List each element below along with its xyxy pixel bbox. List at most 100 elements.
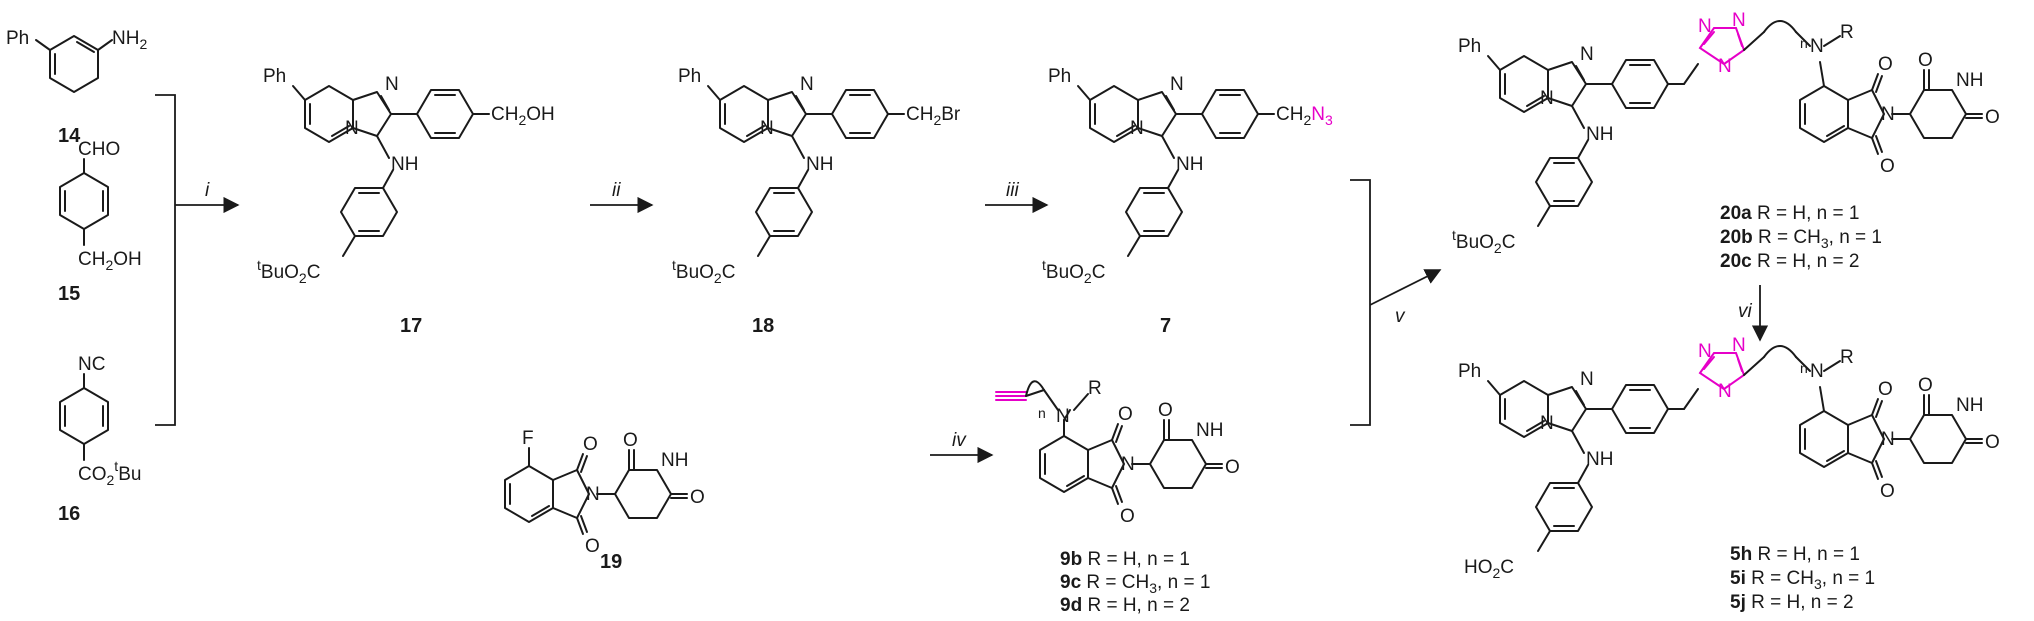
- ho2c-label: HO2C: [1464, 557, 1514, 581]
- n-label: N: [1130, 118, 1144, 139]
- nh2-label: NH2: [112, 28, 147, 52]
- f-label: F: [522, 428, 534, 449]
- o-label: O: [1918, 50, 1933, 71]
- compound-5-structure: Ph N N NH HO2C: [1458, 361, 1699, 581]
- compound-18-label: 18: [752, 315, 774, 337]
- o-label: O: [1120, 506, 1135, 527]
- o-label: O: [1918, 375, 1933, 396]
- nh-label: NH: [1586, 449, 1613, 470]
- o-label: O: [623, 430, 638, 451]
- n-label: N: [760, 118, 774, 139]
- triazole-20-structure: N N N: [1698, 10, 1746, 77]
- compound-20b-label: 20b R = CH3, n = 1: [1720, 227, 1882, 251]
- tbuo2c-label: tBuO2C: [1452, 227, 1515, 256]
- ph-label: Ph: [1048, 66, 1071, 87]
- o-label: O: [1118, 404, 1133, 425]
- compound-9d-label: 9d R = H, n = 2: [1060, 595, 1190, 616]
- nh-label: NH: [806, 154, 833, 175]
- linker-20-structure: n N R: [1743, 20, 1854, 57]
- n-label: N: [1540, 413, 1554, 434]
- n-label: N: [1810, 361, 1824, 382]
- n-label: N: [1881, 104, 1895, 125]
- triazole-5-structure: N N N: [1698, 335, 1746, 402]
- ph-label: Ph: [6, 28, 29, 49]
- n-label: N: [345, 118, 359, 139]
- ph-label: Ph: [678, 66, 701, 87]
- n-label: N: [1881, 429, 1895, 450]
- o-label: O: [1985, 107, 2000, 128]
- o-label: O: [1158, 400, 1173, 421]
- ph-label: Ph: [1458, 361, 1481, 382]
- n-label: N: [800, 74, 814, 95]
- nh-label: NH: [1176, 154, 1203, 175]
- compound-20-structure: Ph N N NH tBuO2C: [1452, 36, 1699, 256]
- n-count-label: n: [1800, 360, 1808, 376]
- nh-label: NH: [391, 154, 418, 175]
- cho-label: CHO: [78, 139, 120, 160]
- nh-imide-label: NH: [1196, 420, 1223, 441]
- n-label: N: [1718, 56, 1732, 77]
- nh-imide-label: NH: [1956, 395, 1983, 416]
- reagent-vi: vi: [1738, 301, 1753, 322]
- reagent-ii: ii: [612, 180, 621, 201]
- compound-20a-label: 20a R = H, n = 1: [1720, 203, 1859, 224]
- o-label: O: [1225, 457, 1240, 478]
- ch2oh-label: CH2OH: [491, 104, 555, 128]
- linker-5-structure: n N R: [1743, 345, 1854, 382]
- nh-imide-label: NH: [661, 450, 688, 471]
- co2tbu-label: CO2tBu: [78, 458, 141, 488]
- n-label: N: [1580, 369, 1594, 390]
- reagent-iv: iv: [952, 430, 967, 451]
- n-label: N: [1056, 406, 1070, 427]
- compound-9-structure: N n R O O N O NH O: [995, 378, 1240, 527]
- ch2n3-label: CH2N3: [1276, 104, 1333, 128]
- n-label: N: [1718, 381, 1732, 402]
- tbuo2c-label: tBuO2C: [672, 257, 735, 286]
- reagent-v: v: [1395, 306, 1406, 327]
- compound-16-structure: NC CO2tBu: [59, 354, 141, 488]
- n-count-label: n: [1038, 405, 1046, 421]
- nh-label: NH: [1586, 124, 1613, 145]
- compound-19-structure: F O O N O NH O: [504, 428, 705, 557]
- n-label: N: [1540, 88, 1554, 109]
- compound-16-label: 16: [58, 503, 80, 525]
- compound-9b-label: 9b R = H, n = 1: [1060, 549, 1190, 570]
- convergence-bracket: [1350, 179, 1371, 426]
- tbuo2c-label: tBuO2C: [1042, 257, 1105, 286]
- n-label: N: [385, 74, 399, 95]
- compound-9c-label: 9c R = CH3, n = 1: [1060, 572, 1210, 596]
- ch2br-label: CH2Br: [906, 104, 961, 128]
- compound-14-structure: Ph NH2: [6, 28, 147, 93]
- ph-label: Ph: [1458, 36, 1481, 57]
- compound-15-structure: CHO CH2OH: [59, 139, 142, 273]
- reagent-iii: iii: [1006, 180, 1019, 201]
- n-label: N: [1580, 44, 1594, 65]
- n-label: N: [1698, 341, 1712, 362]
- o-label: O: [583, 434, 598, 455]
- n-label: N: [1121, 454, 1135, 475]
- compound-14-label: 14: [58, 125, 81, 147]
- o-label: O: [1880, 481, 1895, 502]
- tbuo2c-label: tBuO2C: [257, 257, 320, 286]
- r-label: R: [1840, 22, 1854, 43]
- n-label: N: [1732, 335, 1746, 356]
- o-label: O: [585, 536, 600, 557]
- o-label: O: [690, 487, 705, 508]
- r-label: R: [1840, 347, 1854, 368]
- reagent-i: i: [205, 180, 210, 201]
- glutarimide-20-structure: O O N O NH O: [1799, 50, 2000, 177]
- ch2oh-label: CH2OH: [78, 249, 142, 273]
- compound-15-label: 15: [58, 283, 80, 305]
- n-label: N: [1810, 36, 1824, 57]
- compound-17-structure: Ph N N NH CH2OH tBuO2C: [257, 66, 555, 286]
- compound-7-structure: Ph N N NH CH2N3 tBuO2C: [1042, 66, 1333, 286]
- arrow-step-v: [1369, 269, 1442, 306]
- compound-20c-label: 20c R = H, n = 2: [1720, 251, 1859, 272]
- compound-5h-label: 5h R = H, n = 1: [1730, 544, 1860, 565]
- compound-17-label: 17: [400, 315, 422, 337]
- o-label: O: [1878, 54, 1893, 75]
- o-label: O: [1985, 432, 2000, 453]
- o-label: O: [1878, 379, 1893, 400]
- compound-7-label: 7: [1160, 315, 1171, 337]
